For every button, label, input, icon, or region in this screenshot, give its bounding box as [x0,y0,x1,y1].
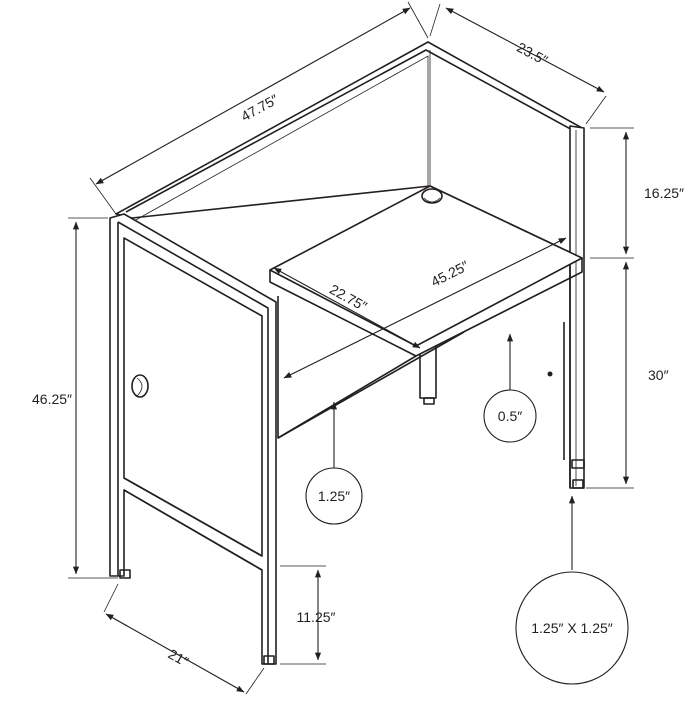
cord-grommet [421,188,443,204]
tube-callout [305,467,363,525]
side-grommet [131,374,149,398]
screw-hole [547,371,553,377]
desk-drawing [109,41,585,665]
cord-hole-callout-label: 0.5″ [498,408,522,424]
overall-width-line [95,7,411,185]
overall-depth-line [445,7,605,93]
desk-height-label: 30″ [648,367,669,383]
side-depth-line [105,613,245,693]
desk-width-line [283,237,567,379]
leg-section-callout-label: 1.25″ X 1.25″ [531,620,613,636]
overall-depth-label: 23.5″ [514,39,550,68]
leg-section-callout [515,571,629,685]
right-side-frame [547,125,585,489]
left-side-panel [109,213,277,665]
screen-height-label: 16.25″ [644,185,684,201]
cord-hole-callout [483,389,537,443]
floor-clearance-label: 11.25″ [297,609,336,625]
tube-callout-label: 1.25″ [318,488,350,504]
center-leg [419,346,437,405]
side-height-label: 46.25″ [32,391,72,407]
overall-width-label: 47.75″ [238,91,281,124]
dimension-lines [68,1,634,695]
